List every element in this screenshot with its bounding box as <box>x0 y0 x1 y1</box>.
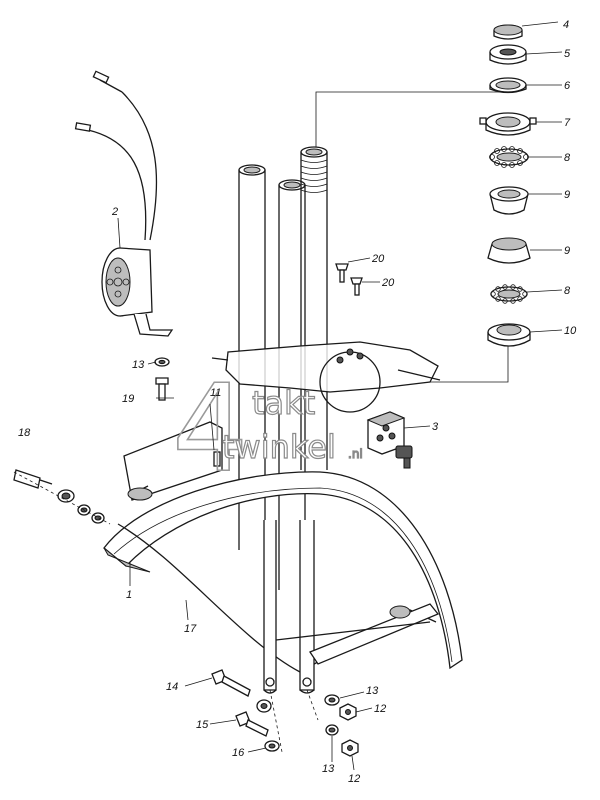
part-2-horn <box>74 70 174 337</box>
lower-assembly-dashes <box>269 689 319 753</box>
part-3-ignition-switch <box>366 411 413 469</box>
part-8-ball-race-bottom <box>490 284 528 304</box>
callout-20-upper: 20 <box>371 253 385 265</box>
part-9-cup-bottom <box>487 237 531 264</box>
callout-10: 10 <box>564 325 577 337</box>
part-18-bolt-set <box>13 469 111 525</box>
callout-18: 18 <box>18 427 31 439</box>
watermark-word-bottom: twinkel <box>222 428 336 466</box>
part-19-bolt <box>155 377 169 401</box>
watermark-numeral: 4 <box>172 360 248 499</box>
callout-1: 1 <box>126 589 132 601</box>
callout-12-lower-b: 12 <box>348 773 360 785</box>
watermark-word-top: takt <box>252 384 315 422</box>
callout-5: 5 <box>564 48 571 60</box>
part-10-bottom-cone <box>487 323 531 347</box>
callout-20-lower: 20 <box>381 277 395 289</box>
part-20-screw-upper <box>335 263 349 283</box>
part-14-nut <box>256 699 272 713</box>
callout-2: 2 <box>111 206 118 218</box>
part-20-screw-lower <box>350 277 363 296</box>
callout-11: 11 <box>210 387 221 399</box>
assembly-guide-lines <box>315 91 509 383</box>
callout-13-horn: 13 <box>132 359 145 371</box>
callout-3: 3 <box>432 421 439 433</box>
part-12-nut-lower-b <box>341 739 359 757</box>
part-13-washer-horn <box>154 357 170 367</box>
part-15-bolt <box>235 711 269 737</box>
callout-13-lower-a: 13 <box>366 685 379 697</box>
part-6-washer <box>489 77 527 94</box>
callout-19: 19 <box>122 393 134 405</box>
callout-9-top: 9 <box>564 189 570 201</box>
part-12-nut-lower-a <box>339 703 357 721</box>
callout-14: 14 <box>166 681 178 693</box>
callout-13-lower-b: 13 <box>322 763 335 775</box>
part-13-washer-lower-b <box>325 724 339 736</box>
part-11-headlight-bracket <box>123 421 223 501</box>
callout-6: 6 <box>564 80 571 92</box>
steering-bearing-stack <box>479 24 537 347</box>
part-8-ball-race-top <box>489 146 529 168</box>
callout-7: 7 <box>564 117 571 129</box>
lower-fork-legs <box>263 520 440 694</box>
part-5-nut <box>489 44 527 65</box>
callout-labels: 4 5 6 7 8 9 9 8 10 2 20 20 13 11 19 3 18… <box>18 19 577 785</box>
callout-8-top: 8 <box>564 152 571 164</box>
callout-15: 15 <box>196 719 209 731</box>
part-1-front-mudguard <box>103 471 463 670</box>
callout-12-lower-a: 12 <box>374 703 386 715</box>
watermark-suffix: .nl <box>348 447 363 461</box>
part-13-washer-lower-a <box>324 694 340 706</box>
part-16-washer <box>264 740 280 752</box>
part-14-bolt <box>211 669 251 697</box>
part-9-cup-top <box>489 186 529 215</box>
part-7-top-cone <box>479 112 537 136</box>
top-bridge <box>211 341 441 413</box>
callout-8-bottom: 8 <box>564 285 571 297</box>
callout-16: 16 <box>232 747 245 759</box>
callout-4: 4 <box>563 19 569 31</box>
part-17-stay-rod <box>117 523 437 673</box>
callout-9-bottom: 9 <box>564 245 570 257</box>
watermark-logo: 4 takt twinkel .nl <box>171 359 363 500</box>
part-4-cap <box>493 24 523 40</box>
leader-lines <box>117 21 563 771</box>
callout-17: 17 <box>184 623 197 635</box>
